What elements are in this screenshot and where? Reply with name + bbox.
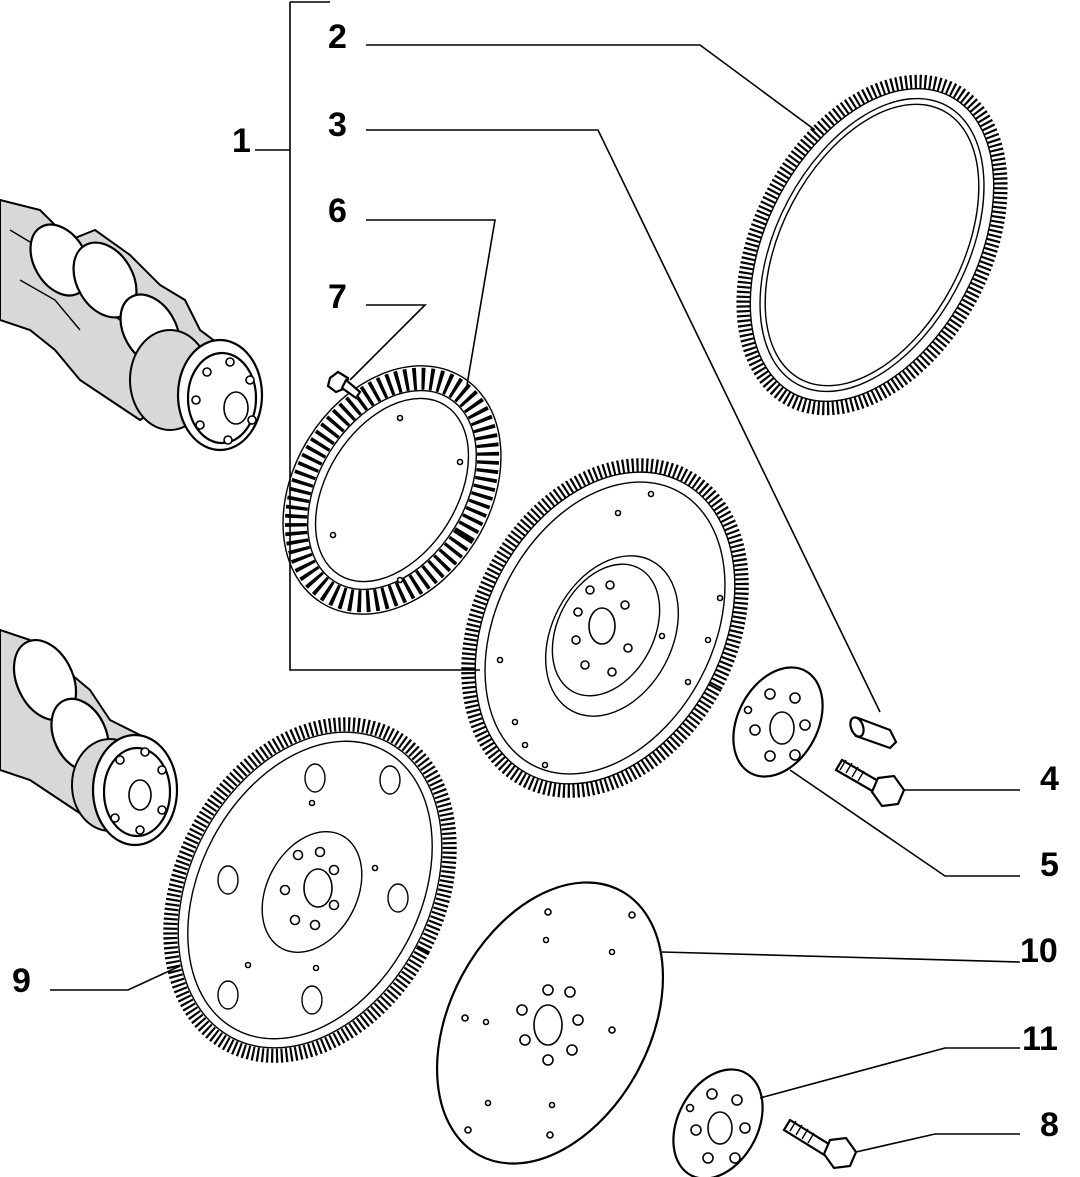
washer-plate-lower [672,1068,764,1177]
small-bolt [326,370,362,400]
callout-1: 1 [232,122,251,160]
leader-lines [50,1,1021,1153]
dowel-pin [849,716,898,750]
callout-4: 4 [1040,760,1059,798]
callout-9: 9 [12,962,31,1000]
crankshaft-upper [0,198,264,452]
automatic-flywheel [163,717,457,1063]
tone-wheel [282,365,502,615]
bolt-8 [782,1118,858,1170]
crankshaft-lower [0,628,179,847]
callout-8: 8 [1040,1106,1059,1144]
ring-gear [736,74,1008,416]
washer-plate [732,666,824,778]
callout-6: 6 [328,192,347,230]
callout-5: 5 [1040,846,1059,884]
callout-7: 7 [328,278,347,316]
callout-3: 3 [328,106,347,144]
callout-11: 11 [1022,1020,1058,1058]
bolt-4 [834,758,906,808]
callout-10: 10 [1020,932,1058,970]
callout-2: 2 [328,18,347,56]
flex-plate [435,881,665,1165]
flywheel [461,458,749,798]
